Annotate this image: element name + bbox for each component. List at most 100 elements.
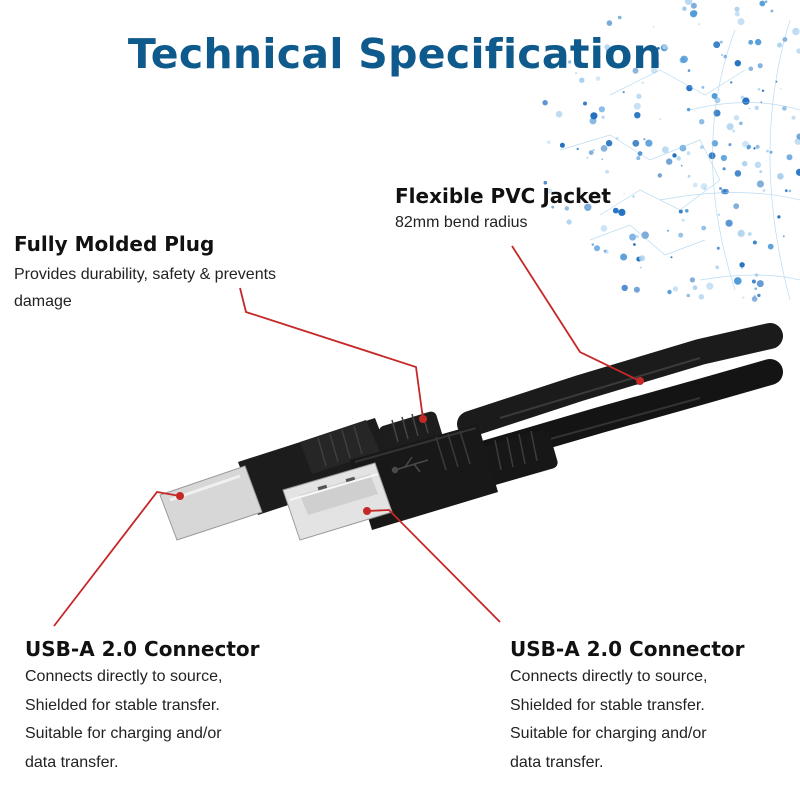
globe-dot [759,0,766,7]
globe-dot [632,195,635,198]
globe-dot [732,129,736,133]
globe-dot [757,63,763,69]
globe-dot [594,245,600,252]
globe-dot [543,180,548,185]
globe-dot [568,60,572,64]
globe-dot [687,174,691,178]
globe-dot [730,81,733,84]
globe-dot [733,115,740,121]
globe-dot [752,240,757,245]
globe-dot [641,81,644,84]
globe-dot [796,48,800,54]
globe-dot [747,144,752,149]
globe-dot [739,121,743,126]
globe-dot [788,189,792,193]
globe-dot [566,219,572,225]
globe-dot [604,249,609,254]
leader-molded-plug [239,287,424,420]
globe-dot [717,213,721,216]
globe-dot [633,243,636,246]
globe-dot [606,20,613,26]
callout-line: Connects directly to source, [25,668,223,685]
globe-dot [734,6,740,12]
globe-dot [759,170,763,174]
globe-dot [605,169,609,174]
globe-dot [754,287,757,291]
globe-dot [751,296,758,302]
callout-line: Connects directly to source, [510,668,708,685]
globe-dot [757,293,761,298]
globe-dot [685,209,689,213]
globe-dot [690,2,697,9]
globe-dot [662,44,668,50]
globe-dot [598,106,606,113]
globe-dot [779,88,782,90]
callout-heading: Fully Molded Plug [14,232,215,256]
globe-dot [672,286,679,292]
callout-line: Shielded for stable transfer. [25,696,220,714]
globe-dot [786,154,793,161]
globe-dot [667,289,672,295]
globe-dot [741,160,748,167]
leader-pvc-jacket [511,245,641,382]
globe-dot [737,229,745,237]
globe-dot [657,47,660,50]
globe-dot [742,140,749,148]
globe-dot [657,173,662,178]
globe-dot [734,11,740,17]
globe-dot [661,146,669,154]
globe-dot [698,23,701,26]
globe-dot [755,144,760,149]
globe-dot [633,102,641,110]
globe-dot [767,243,774,250]
globe-dot [734,60,741,67]
globe-dot [678,209,683,214]
callout-line: Suitable for charging and/or [510,725,707,742]
globe-dot [635,234,640,238]
callout-heading: Flexible PVC Jacket [395,184,611,208]
globe-dot [740,267,743,270]
globe-dot [632,139,640,147]
globe-dot [734,277,742,285]
globe-dot [632,67,639,74]
globe-dot [761,89,765,93]
globe-dot [711,93,718,99]
globe-dot [686,293,691,298]
globe-dot [708,152,716,160]
globe-dot [636,93,642,100]
globe-dot [633,286,640,293]
globe-dot [706,282,714,290]
globe-dot [748,66,754,72]
globe-dot [680,55,688,63]
globe-dot [643,138,646,141]
globe-dot [722,167,726,171]
globe-dot [672,153,677,158]
usb-connector-back-metal [159,465,263,541]
callout-usb-left: USB-A 2.0 Connector Connects directly to… [25,637,305,775]
leader-usb-left [53,491,181,627]
globe-dot [692,285,698,291]
globe-dot [754,161,762,168]
globe-dot [555,110,563,118]
globe-dot [748,39,754,45]
callout-line: data transfer. [25,753,119,771]
globe-dot [645,139,653,147]
globe-dot [676,156,681,161]
globe-dot [782,235,785,238]
globe-dot [575,72,577,75]
callout-molded-plug: Fully Molded Plug Provides durability, s… [14,232,324,315]
globe-dot [782,37,788,42]
globe-dot [652,26,655,28]
globe-dot [739,262,745,268]
globe-dot [622,91,625,94]
globe-dot [791,115,796,120]
globe-dot [612,207,619,214]
globe-dot [583,101,587,106]
globe-dot [686,107,691,112]
globe-dot [604,44,611,50]
globe-dot [652,59,660,67]
globe-dot [701,86,705,89]
